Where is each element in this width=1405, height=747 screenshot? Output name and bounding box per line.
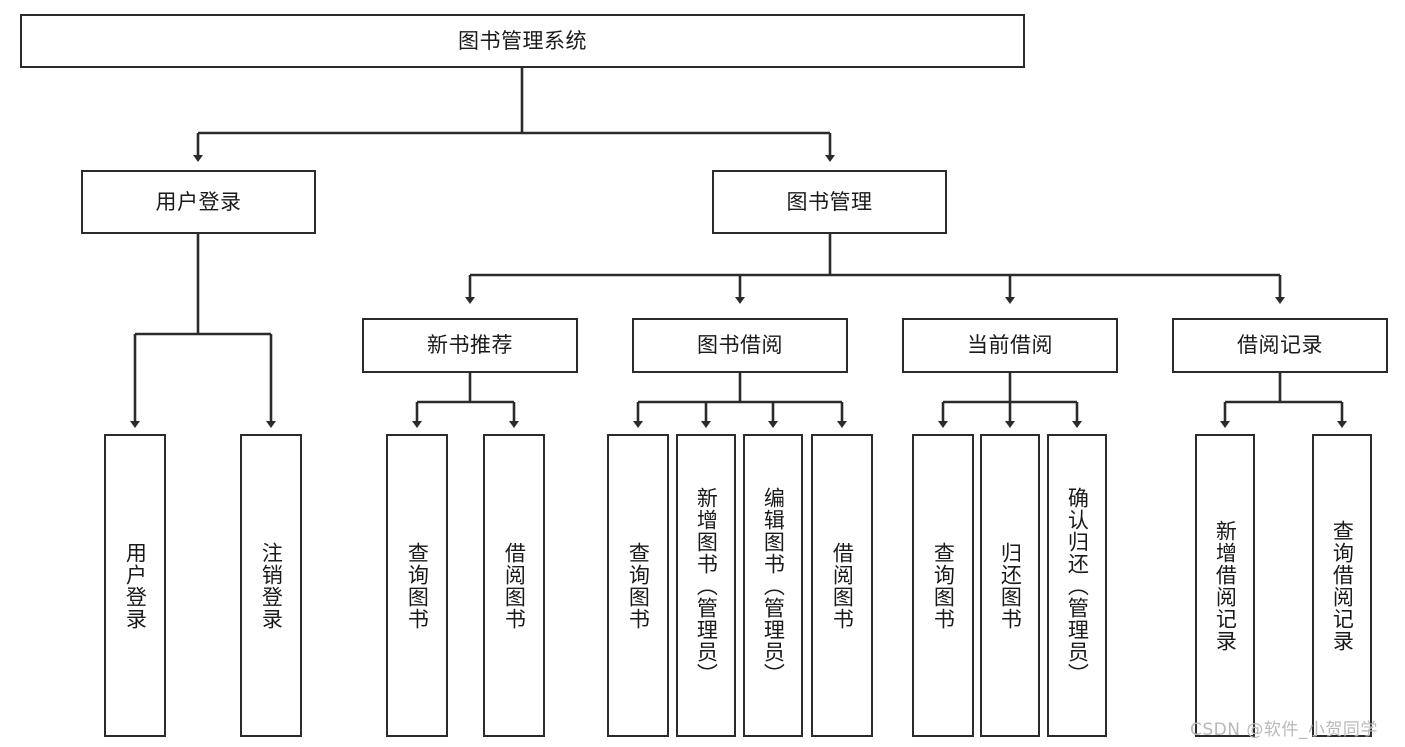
- node-current-borrow[interactable]: 当前借阅: [902, 318, 1118, 373]
- leaf-user-login[interactable]: 用户登录: [104, 434, 166, 737]
- node-label: 用户登录: [155, 189, 242, 214]
- node-label: 图书管理系统: [458, 28, 587, 53]
- node-label: 确认归还（管理员）: [1065, 486, 1090, 685]
- leaf-borrow-add-book-admin[interactable]: 新增图书（管理员）: [676, 434, 736, 737]
- node-label: 编辑图书（管理员）: [761, 486, 786, 685]
- leaf-borrow-borrow-book[interactable]: 借阅图书: [811, 434, 873, 737]
- node-label: 借阅图书: [830, 541, 855, 630]
- leaf-current-confirm-return-admin[interactable]: 确认归还（管理员）: [1047, 434, 1107, 737]
- node-label: 用户登录: [123, 541, 148, 630]
- leaf-current-return-book[interactable]: 归还图书: [980, 434, 1040, 737]
- node-root-system[interactable]: 图书管理系统: [20, 14, 1025, 68]
- leaf-borrow-query-book[interactable]: 查询图书: [607, 434, 669, 737]
- leaf-user-logout[interactable]: 注销登录: [240, 434, 302, 737]
- node-book-borrow[interactable]: 图书借阅: [632, 318, 848, 373]
- node-label: 图书借阅: [697, 333, 783, 358]
- leaf-current-query-book[interactable]: 查询图书: [912, 434, 974, 737]
- leaf-borrow-edit-book-admin[interactable]: 编辑图书（管理员）: [743, 434, 803, 737]
- node-label: 借阅图书: [502, 541, 527, 630]
- node-borrow-record[interactable]: 借阅记录: [1172, 318, 1388, 373]
- node-label: 新增图书（管理员）: [694, 486, 719, 685]
- leaf-record-add-record[interactable]: 新增借阅记录: [1195, 434, 1255, 737]
- node-label: 图书管理: [786, 189, 873, 214]
- node-label: 查询借阅记录: [1330, 519, 1355, 652]
- node-label: 借阅记录: [1237, 333, 1323, 358]
- leaf-record-query-record[interactable]: 查询借阅记录: [1312, 434, 1372, 737]
- node-label: 新书推荐: [427, 333, 513, 358]
- node-label: 归还图书: [998, 541, 1023, 630]
- node-label: 注销登录: [259, 541, 284, 630]
- node-label: 当前借阅: [967, 333, 1053, 358]
- leaf-recommend-query-book[interactable]: 查询图书: [386, 434, 448, 737]
- csdn-watermark: CSDN @软件_小贺同学: [1190, 720, 1378, 740]
- node-label: 查询图书: [626, 541, 651, 630]
- leaf-recommend-borrow-book[interactable]: 借阅图书: [483, 434, 545, 737]
- node-new-book-recommend[interactable]: 新书推荐: [362, 318, 578, 373]
- node-label: 查询图书: [405, 541, 430, 630]
- node-label: 新增借阅记录: [1213, 519, 1238, 652]
- node-label: 查询图书: [931, 541, 956, 630]
- node-user-login[interactable]: 用户登录: [81, 170, 316, 234]
- node-book-management[interactable]: 图书管理: [712, 170, 947, 234]
